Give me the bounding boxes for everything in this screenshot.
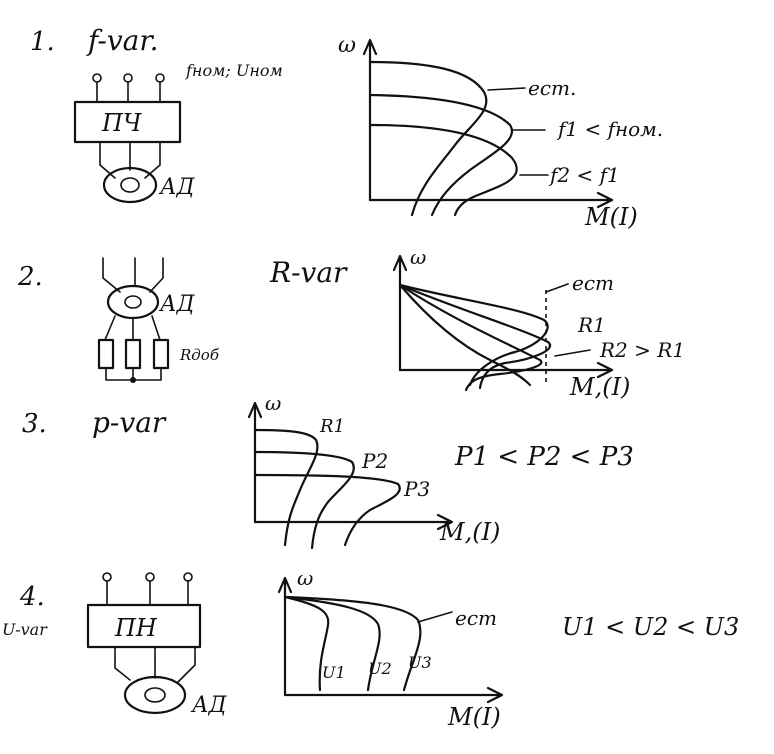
curve-p2 (253, 450, 355, 550)
resistor-icon (97, 338, 115, 370)
section-4-title: U-var (2, 620, 48, 639)
curve-label-f2: f2 < f1 (548, 163, 620, 187)
leader-line (554, 349, 591, 357)
graph-1: ω M(I) eст. f1 < fном. f2 < f1 (338, 33, 663, 231)
section-1: 1. f-var. fном; Uном ПЧ АД ω M(I) e (30, 24, 663, 231)
rotor-wires (104, 315, 161, 341)
curve-p1 (253, 428, 319, 547)
motor-label: АД (158, 292, 196, 317)
x-axis-label: M,(I) (439, 518, 500, 546)
curve-u2 (283, 595, 381, 692)
motor-rotor-icon (120, 177, 140, 193)
curve-label-r1: R1 (577, 313, 606, 337)
curve-r1 (398, 283, 552, 390)
terminal-icon (102, 572, 112, 582)
curve-r2 (398, 283, 543, 392)
resistor-icon (124, 338, 142, 370)
curve-label-p3: P3 (403, 477, 430, 501)
section-3: 3. p-var ω M,(I) R1 P2 P3 P1 < P2 < P3 (22, 391, 634, 550)
curve-label-p2: P2 (361, 449, 388, 473)
curve-label-natural: eст (455, 606, 497, 630)
motor-wires (114, 646, 196, 683)
leader-line (487, 87, 526, 91)
section-2-number: 2. (17, 262, 43, 292)
relation-u: U1 < U2 < U3 (562, 613, 739, 641)
converter-schematic-1: ПЧ АД (73, 73, 196, 204)
converter-block (86, 603, 202, 649)
x-axis (398, 361, 614, 379)
curve-f2 (368, 123, 518, 217)
resistor-icon (152, 338, 170, 370)
x-axis (283, 686, 504, 704)
x-axis-label: M(I) (584, 203, 638, 231)
motor-icon (102, 166, 158, 204)
section-2-title: R-var (269, 256, 348, 289)
curve-label-u2: U2 (368, 659, 392, 678)
converter-schematic-4: ПН АД (86, 572, 228, 718)
y-axis (362, 38, 378, 202)
leader-line (417, 611, 453, 623)
x-axis-label: M,(I) (569, 373, 630, 401)
curve-natural (368, 60, 488, 217)
converter-label: ПН (114, 614, 158, 642)
curve-p3 (253, 473, 401, 547)
section-3-title: p-var (92, 406, 167, 439)
section-2: 2. R-var АД Rдоб ω M,(I) eст (17, 245, 685, 401)
motor-wires (99, 141, 161, 179)
converter-block (73, 100, 182, 144)
supply-wires (96, 81, 161, 103)
terminal-icon (145, 572, 155, 582)
section-1-subtitle: fном; Uном (185, 61, 283, 80)
graph-2: ω M,(I) eст R1 R2 > R1 (392, 245, 685, 401)
curve-label-p1: R1 (319, 416, 345, 437)
motor-icon (106, 284, 160, 320)
curve-label-u1: U1 (322, 663, 346, 682)
y-axis-label: ω (297, 566, 313, 590)
curve-label-r2: R2 > R1 (599, 338, 685, 362)
curve-label-f1: f1 < fном. (556, 117, 663, 141)
y-axis-label: ω (410, 245, 426, 269)
section-4: 4. U-var ПН АД ω M(I) eст U1 U2 (2, 566, 739, 731)
y-axis (392, 254, 408, 372)
curve-f1 (368, 93, 514, 217)
curve-r3 (398, 283, 532, 387)
graph-4: ω M(I) eст U1 U2 U3 (277, 566, 504, 731)
section-1-number: 1. (30, 27, 55, 57)
motor-label: АД (190, 693, 228, 718)
junction-dot (130, 377, 136, 383)
supply-wires (102, 257, 164, 293)
curve-label-natural: eст. (528, 76, 576, 100)
section-4-number: 4. (19, 582, 45, 612)
motor-icon (123, 675, 187, 715)
y-axis-label: ω (338, 33, 356, 58)
terminal-icon (183, 572, 193, 582)
motor-rotor-icon (124, 295, 142, 309)
y-axis (277, 576, 293, 697)
x-axis-label: M(I) (447, 703, 501, 731)
terminal-icon (92, 73, 102, 83)
x-axis (368, 191, 614, 209)
section-1-title: f-var. (86, 24, 159, 57)
curve-u1 (283, 595, 330, 692)
relation-p: P1 < P2 < P3 (454, 442, 634, 472)
y-axis (247, 401, 263, 524)
curve-u3 (283, 595, 422, 692)
leader-line (545, 283, 569, 293)
terminal-icon (123, 73, 133, 83)
motor-rotor-icon (144, 687, 166, 703)
rotor-resistor-schematic: АД Rдоб (97, 257, 220, 383)
y-axis-label: ω (265, 391, 281, 415)
section-3-number: 3. (22, 409, 47, 439)
converter-label: ПЧ (101, 109, 143, 137)
curve-label-natural: eст (572, 271, 614, 295)
motor-label: АД (158, 175, 196, 200)
resistor-label: Rдоб (179, 346, 220, 364)
graph-3: ω M,(I) R1 P2 P3 (247, 391, 500, 550)
terminal-icon (155, 73, 165, 83)
curve-label-u3: U3 (408, 653, 432, 672)
supply-wires (106, 580, 189, 606)
